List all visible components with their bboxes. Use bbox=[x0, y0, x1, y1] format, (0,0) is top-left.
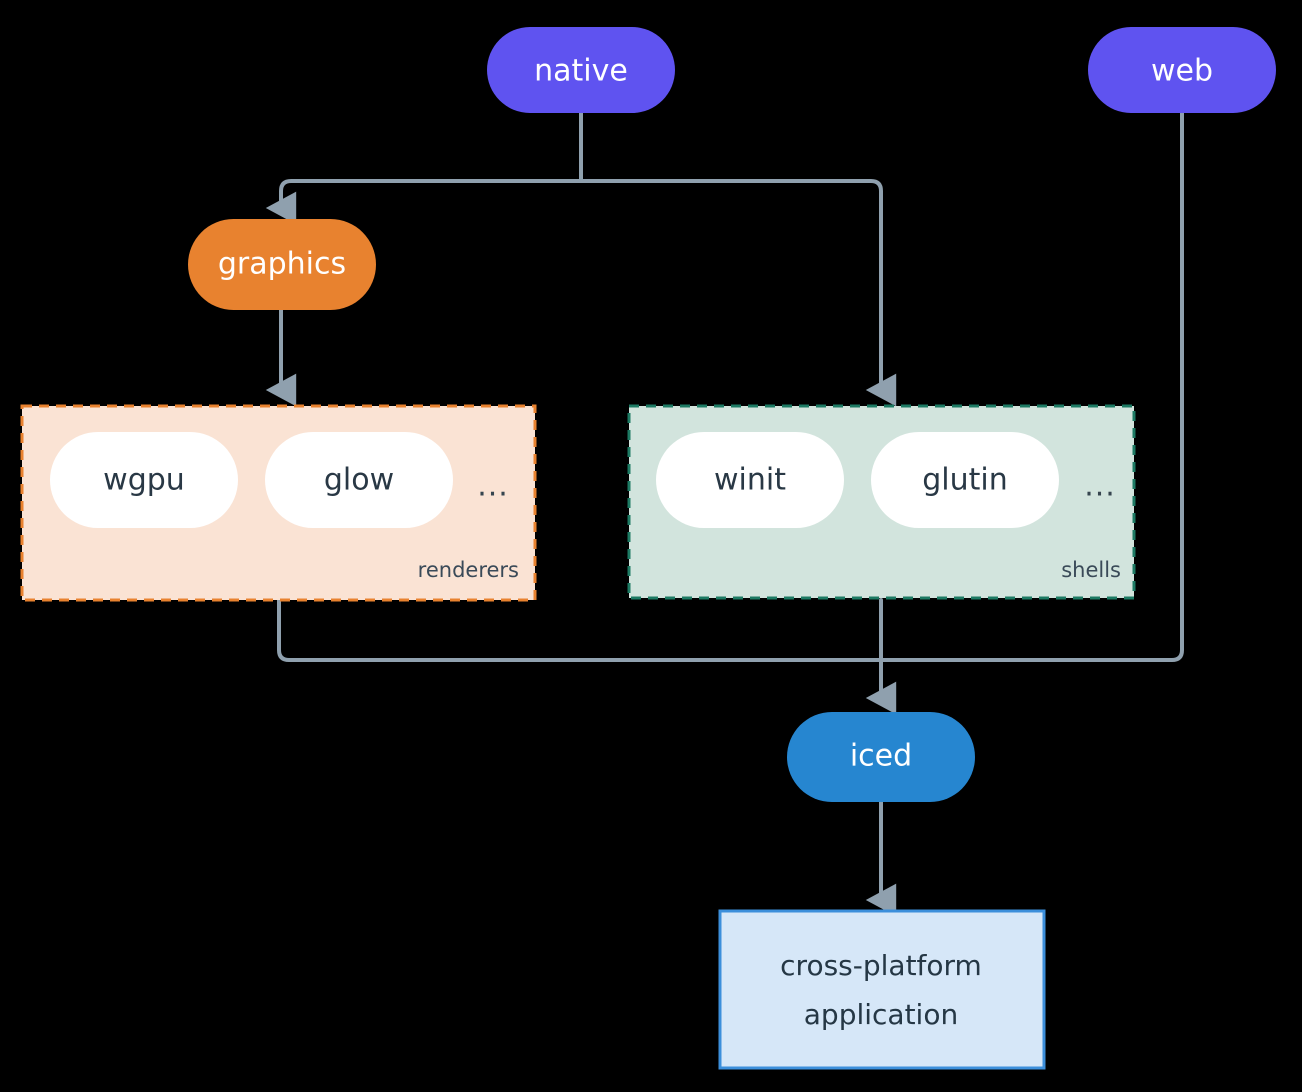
node-graphics-label: graphics bbox=[218, 247, 346, 282]
renderer-item-glow-label: glow bbox=[324, 463, 394, 498]
edge-native-to-graphics bbox=[265, 179, 583, 225]
node-application-shape[interactable] bbox=[718, 909, 1046, 1070]
renderers-ellipsis: ... bbox=[477, 469, 509, 504]
shells-caption: shells bbox=[1061, 558, 1121, 582]
shells-ellipsis: ... bbox=[1084, 469, 1116, 504]
edge-native-to-shells bbox=[579, 179, 897, 407]
renderer-item-wgpu-label: wgpu bbox=[103, 463, 185, 498]
renderer-item-wgpu[interactable]: wgpu bbox=[50, 432, 238, 528]
group-renderers: wgpu glow ... renderers bbox=[20, 404, 537, 602]
renderer-item-glow[interactable]: glow bbox=[265, 432, 453, 528]
node-web-label: web bbox=[1151, 54, 1213, 89]
node-iced-shape[interactable] bbox=[787, 712, 975, 802]
node-native-label: native bbox=[534, 54, 628, 89]
node-graphics[interactable]: graphics bbox=[188, 219, 376, 310]
node-application-label-line2: application bbox=[804, 998, 958, 1031]
node-application-label-line1: cross-platform bbox=[780, 949, 982, 982]
node-native[interactable]: native bbox=[487, 27, 675, 113]
shell-item-winit-pill[interactable] bbox=[656, 432, 844, 528]
edge-renderers-to-iced bbox=[277, 598, 883, 662]
shell-item-glutin-label: glutin bbox=[922, 463, 1008, 498]
shell-item-glutin-pill[interactable] bbox=[871, 432, 1059, 528]
node-iced-label: iced bbox=[850, 739, 912, 774]
shell-item-winit-label: winit bbox=[714, 463, 786, 498]
node-graphics-shape[interactable] bbox=[188, 219, 376, 310]
renderers-caption: renderers bbox=[418, 558, 519, 582]
node-web-shape[interactable] bbox=[1088, 27, 1276, 113]
renderer-item-wgpu-pill[interactable] bbox=[50, 432, 238, 528]
shell-item-glutin[interactable]: glutin bbox=[871, 432, 1059, 528]
node-application[interactable]: cross-platform application bbox=[718, 909, 1046, 1070]
node-web[interactable]: web bbox=[1088, 27, 1276, 113]
edge-layer bbox=[265, 110, 1184, 917]
node-native-shape[interactable] bbox=[487, 27, 675, 113]
edge-web-to-iced bbox=[879, 110, 1184, 662]
node-iced[interactable]: iced bbox=[787, 712, 975, 802]
shell-item-winit[interactable]: winit bbox=[656, 432, 844, 528]
group-shells: winit glutin ... shells bbox=[627, 404, 1136, 600]
renderer-item-glow-pill[interactable] bbox=[265, 432, 453, 528]
